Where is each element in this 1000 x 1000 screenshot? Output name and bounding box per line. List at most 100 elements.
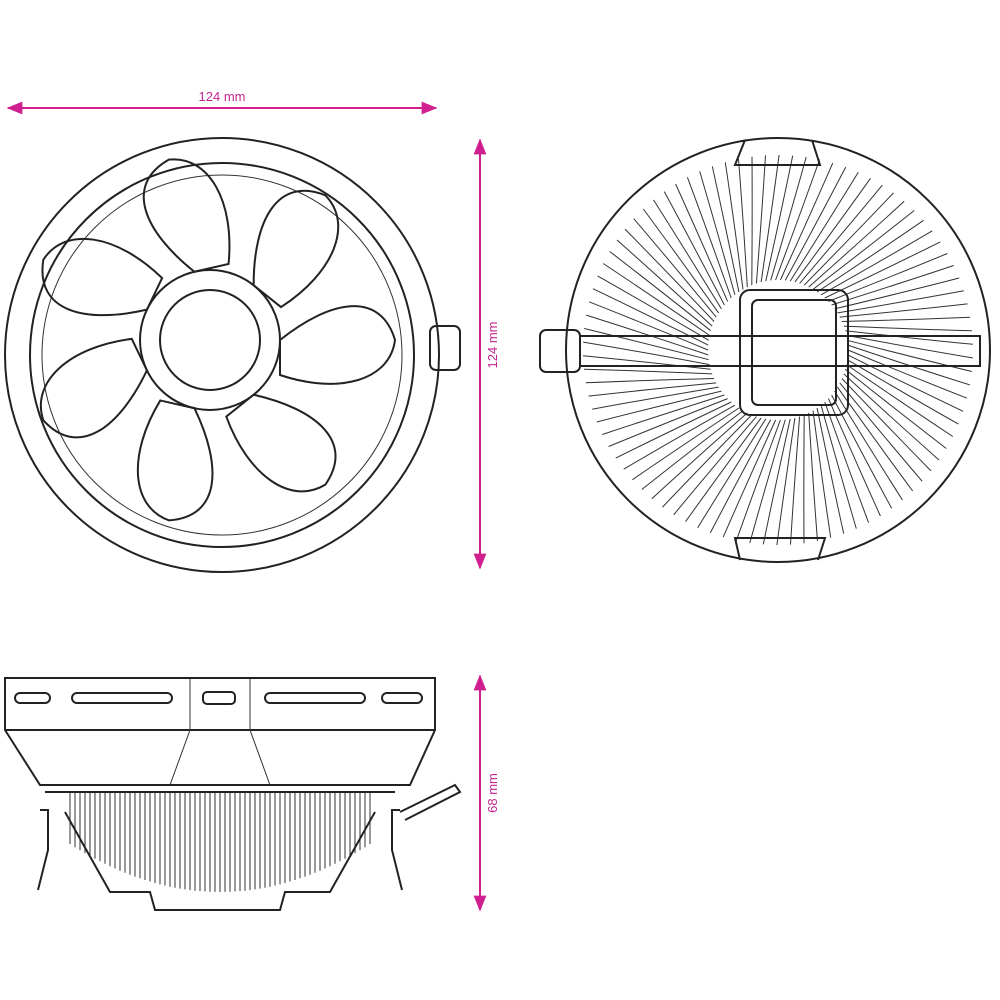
heatsink-fin — [602, 394, 725, 435]
fan-blade — [39, 337, 149, 439]
fan-inner-ring — [29, 162, 415, 548]
heatsink-fin — [592, 386, 719, 410]
power-connector — [202, 691, 236, 705]
heatsink-fin — [841, 316, 971, 322]
cooler-side-view — [4, 677, 462, 911]
fan-outer-ring — [4, 137, 440, 573]
heatsink-fin — [847, 339, 972, 372]
heatsink-fin — [584, 328, 709, 361]
heatsink-fin — [808, 200, 905, 288]
fan-housing-side — [4, 677, 436, 786]
fan-blade — [142, 158, 231, 273]
heatsink-fin — [653, 199, 722, 310]
heatsink-fin — [827, 398, 881, 517]
heatsink-fin — [812, 210, 915, 290]
heatsink-fin — [828, 253, 948, 302]
heatsink-fin — [836, 386, 914, 492]
heatsink-fin — [834, 277, 960, 310]
heatsink-fin — [837, 290, 964, 314]
heatsink-fin — [609, 251, 712, 332]
heatsink-fin — [776, 417, 796, 546]
heatsink-fin — [608, 398, 728, 447]
heatsink-fin — [847, 349, 968, 399]
heatsink-fin — [824, 401, 870, 523]
fan-hub — [139, 269, 281, 411]
heatsink-fin — [596, 390, 722, 423]
heatsink-fin — [588, 301, 709, 351]
heatsink-fin — [623, 404, 736, 470]
heatsink-bottom-view — [539, 137, 991, 563]
heatsink-fin — [847, 359, 959, 425]
heatsink-fin — [760, 154, 780, 283]
heatsink-fin — [588, 382, 717, 397]
heatsink-fin — [790, 416, 801, 545]
heatsink-fin — [789, 172, 859, 282]
depth-dimension: 68 mm — [473, 674, 500, 912]
fan-shroud — [41, 174, 403, 536]
contact-surface — [751, 299, 837, 406]
heatsink-fin — [784, 166, 847, 281]
heatsink-fin — [697, 418, 767, 528]
heatsink-fin — [755, 155, 766, 284]
mounting-bar — [579, 335, 981, 367]
fan-blade — [279, 305, 397, 385]
heatsink-fin — [824, 241, 941, 299]
heatsink-fin — [799, 184, 883, 284]
heatsink-fin — [616, 239, 713, 327]
heatsink-fin — [709, 419, 772, 534]
heatsink-fin — [847, 354, 964, 412]
heatsink-fin — [724, 162, 744, 290]
heatsink-fin — [711, 166, 740, 293]
fan-blade — [225, 393, 337, 493]
heatsink-fin — [846, 364, 954, 437]
width-label: 124 mm — [199, 89, 246, 104]
heatsink-fin — [583, 341, 710, 366]
heatsink-fin — [583, 368, 713, 375]
heatsink-fin — [846, 334, 973, 359]
width-dimension: 124 mm — [6, 89, 438, 115]
clip-lever — [399, 783, 462, 821]
top-notch — [733, 139, 822, 166]
heatsink-fin — [831, 265, 954, 306]
bottom-notch — [733, 537, 827, 561]
heatsink-fin — [812, 410, 832, 538]
heatsink-fin — [794, 178, 871, 283]
heatsink-fin — [735, 419, 781, 541]
heatsink-fin — [663, 191, 725, 306]
heatsink-fin — [775, 159, 821, 281]
heatsink-fin — [685, 417, 762, 522]
heatsink-outer-ring — [565, 137, 991, 563]
fan-blade — [252, 189, 340, 309]
depth-label: 68 mm — [485, 773, 500, 813]
heatsink-fin — [651, 412, 748, 500]
fan-blade — [136, 399, 214, 522]
heatsink-fin — [762, 418, 791, 545]
cpu-contact-plate — [739, 289, 849, 416]
heatsink-fin — [843, 373, 940, 461]
heatsink-fin — [845, 330, 973, 345]
heatsink-fin — [770, 156, 807, 281]
fan-top-view — [4, 137, 461, 573]
heatsink-fin — [699, 171, 736, 295]
heatsink-fin — [844, 368, 947, 449]
heatsink-fin — [841, 378, 932, 472]
heatsink-fin — [816, 219, 924, 293]
fan-hub-cap — [159, 289, 261, 391]
heatsink-fin — [632, 407, 740, 481]
heatsink-fin — [633, 218, 717, 318]
heatsink-fin — [808, 412, 818, 542]
heatsink-fin — [624, 228, 715, 322]
heatsink-fin — [597, 275, 709, 341]
fan-blade — [41, 237, 164, 317]
heatsink-fin — [803, 192, 894, 286]
height-label: 124 mm — [485, 322, 500, 369]
heatsink-fin — [602, 263, 710, 336]
heatsink-fin — [834, 390, 903, 501]
heatsink-fin — [816, 407, 845, 534]
heatsink-fin — [675, 183, 729, 302]
heatsink-fin — [765, 155, 794, 282]
heatsink-fin — [585, 378, 715, 384]
heatsink-fin — [583, 355, 711, 370]
heatsink-fin — [839, 303, 968, 318]
